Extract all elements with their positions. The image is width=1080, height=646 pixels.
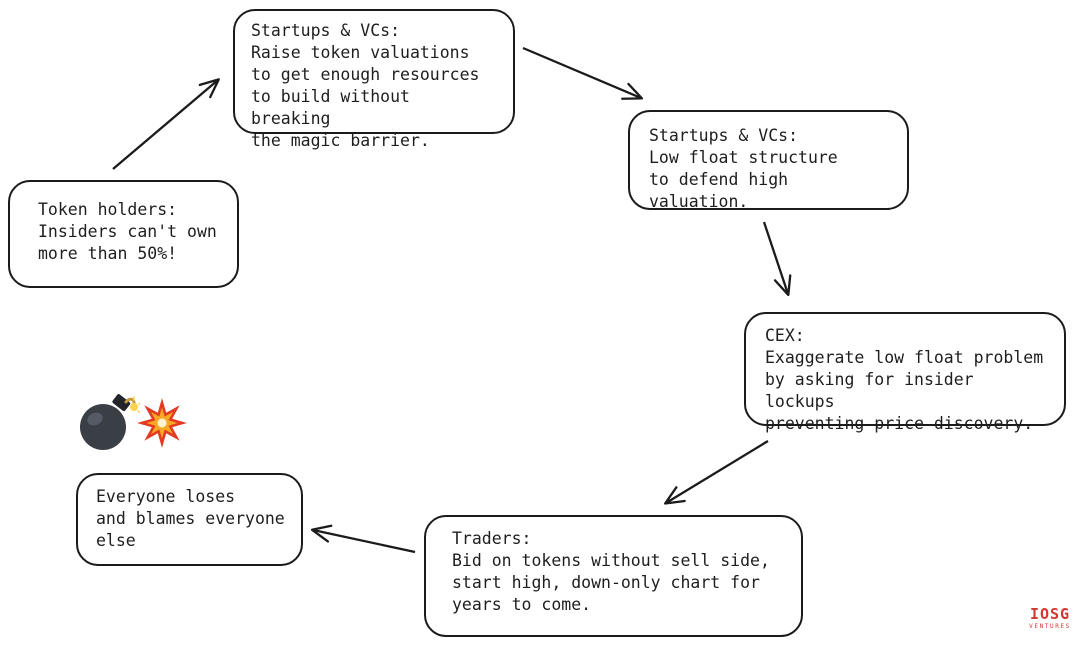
iosg-ventures-logo: IOSG VENTURES bbox=[1026, 606, 1074, 630]
node-everyone-loses: Everyone loses and blames everyone else bbox=[76, 473, 303, 566]
arrow-startups-raise-to-low-float bbox=[522, 46, 644, 100]
logo-name: IOSG bbox=[1029, 605, 1071, 623]
bomb-icon bbox=[80, 394, 140, 450]
node-cex-lockups: CEX: Exaggerate low float problem by ask… bbox=[744, 312, 1066, 433]
node-traders-bid: Traders: Bid on tokens without sell side… bbox=[424, 515, 803, 637]
logo-subtitle: VENTURES bbox=[1029, 623, 1071, 630]
arrow-low-float-to-cex bbox=[762, 221, 792, 297]
node-token-holders: Token holders: Insiders can't own more t… bbox=[8, 180, 239, 288]
arrow-token-holders-to-startups-raise bbox=[112, 78, 220, 170]
node-startups-low-float: Startups & VCs: Low float structure to d… bbox=[628, 110, 909, 211]
arrow-traders-to-everyone-loses bbox=[310, 524, 416, 554]
node-startups-raise-valuations: Startups & VCs: Raise token valuations t… bbox=[233, 9, 515, 150]
explosion-icon bbox=[137, 398, 187, 448]
arrow-cex-to-traders bbox=[663, 440, 769, 505]
